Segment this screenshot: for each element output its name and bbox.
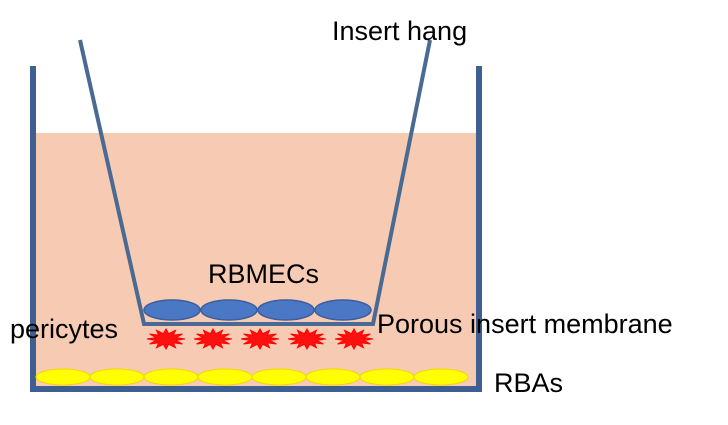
rba-cell (413, 368, 469, 386)
rba-cell-layer (35, 368, 469, 386)
pericyte-cell (334, 327, 374, 351)
rba-cell (89, 368, 145, 386)
rba-cell (35, 368, 91, 386)
label-porous-membrane: Porous insert membrane (377, 309, 673, 339)
rba-cell (197, 368, 253, 386)
culture-well (30, 66, 482, 392)
label-rbas: RBAs (494, 368, 563, 398)
pericyte-cell (287, 327, 327, 351)
label-rbmecs: RBMECs (208, 259, 319, 289)
pericyte-cell (193, 327, 233, 351)
rba-cell (359, 368, 415, 386)
rba-cell (305, 368, 361, 386)
rbmec-cell (257, 299, 315, 321)
rba-cell (251, 368, 307, 386)
pericyte-cell (240, 327, 280, 351)
rba-cell (143, 368, 199, 386)
label-pericytes: pericytes (10, 314, 118, 344)
label-insert-hang: Insert hang (332, 16, 467, 46)
pericyte-cell (146, 327, 186, 351)
pericyte-cell-layer (146, 327, 374, 351)
rbmec-cell (314, 299, 372, 321)
rbmec-cell-layer (143, 299, 372, 321)
rbmec-cell (200, 299, 258, 321)
rbmec-cell (143, 299, 201, 321)
